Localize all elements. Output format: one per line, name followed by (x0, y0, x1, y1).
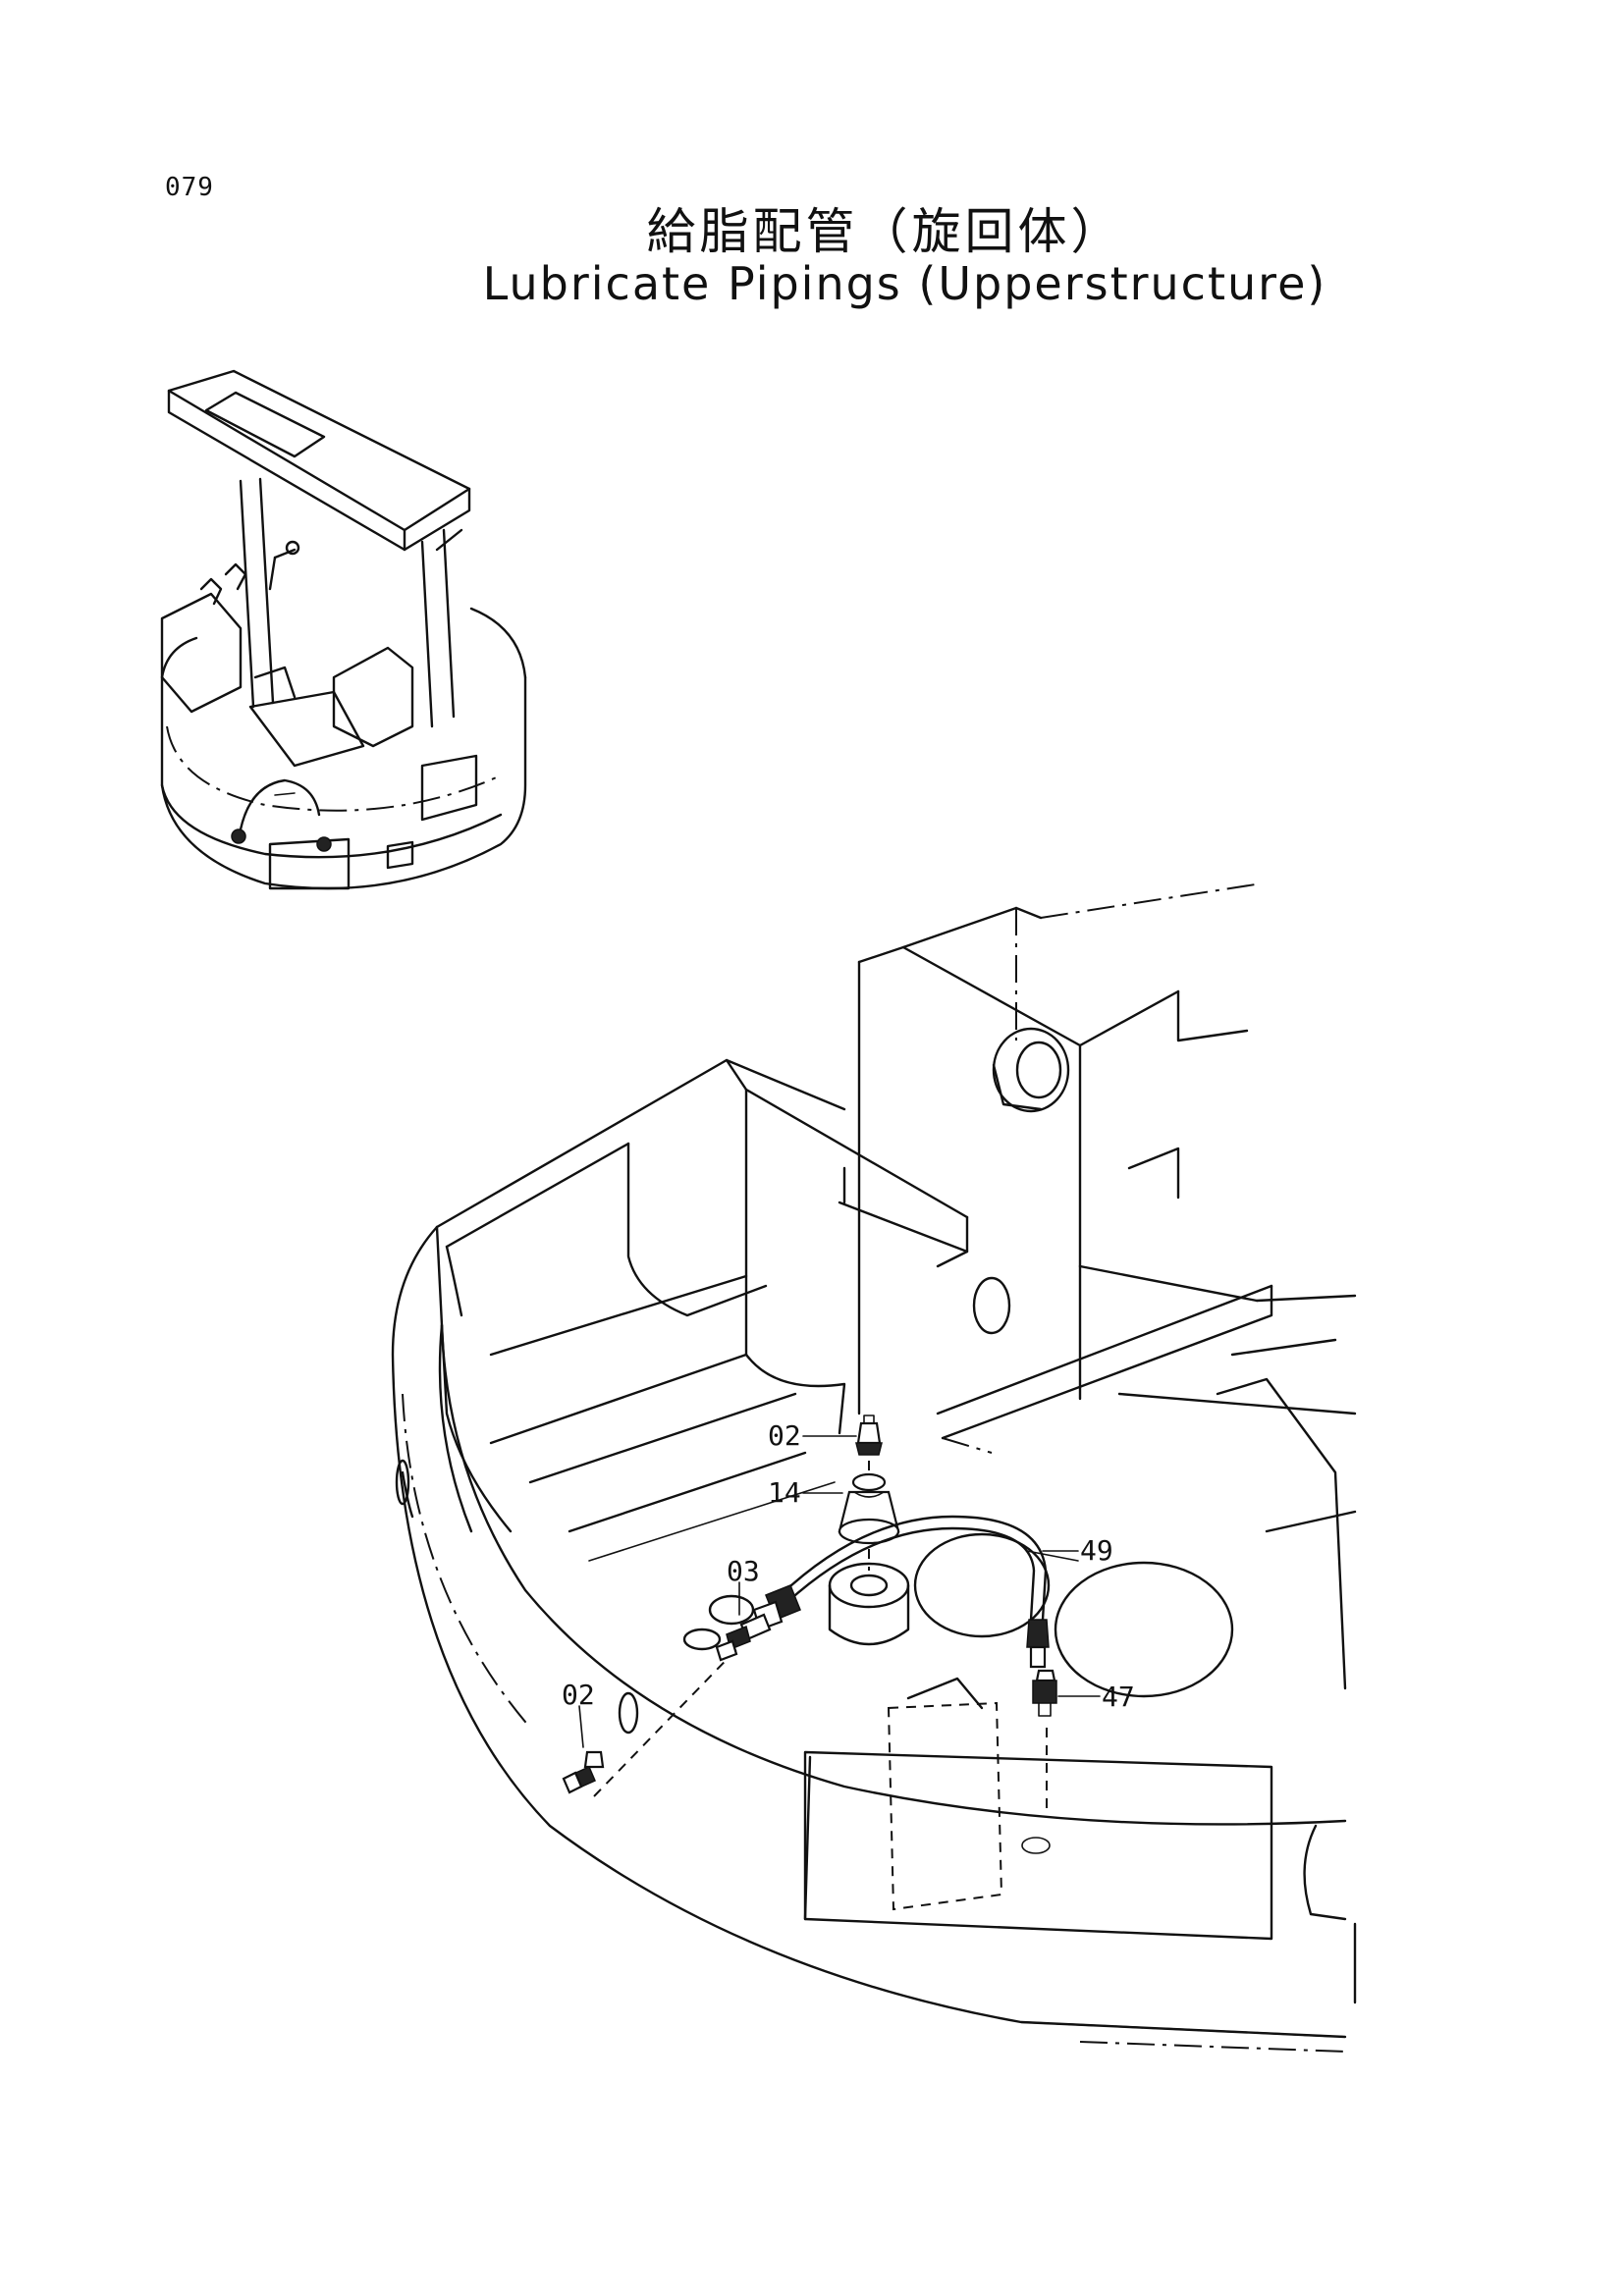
part-49-hose (752, 1515, 1050, 1669)
part-03-connector (715, 1613, 772, 1662)
page-number: 079 (165, 173, 214, 202)
title-japanese: 給脂配管（旋回体） (646, 203, 1124, 260)
part-47-fitting (1032, 1669, 1057, 1717)
callout-49: 49 (1080, 1534, 1113, 1567)
part-02-grease-fitting-top (855, 1415, 883, 1456)
main-upperstructure-drawing (391, 882, 1357, 2053)
callout-03: 03 (727, 1555, 760, 1587)
part-02-grease-fitting-lower (562, 1750, 605, 1794)
overview-machine-drawing (160, 369, 527, 890)
callout-02-top: 02 (768, 1419, 801, 1452)
callout-14: 14 (768, 1476, 801, 1509)
title-english: Lubricate Pipings (Upperstructure) (482, 257, 1327, 310)
callout-02-lower: 02 (562, 1679, 595, 1711)
callout-47: 47 (1102, 1681, 1135, 1713)
part-14-adaptor (838, 1472, 900, 1545)
